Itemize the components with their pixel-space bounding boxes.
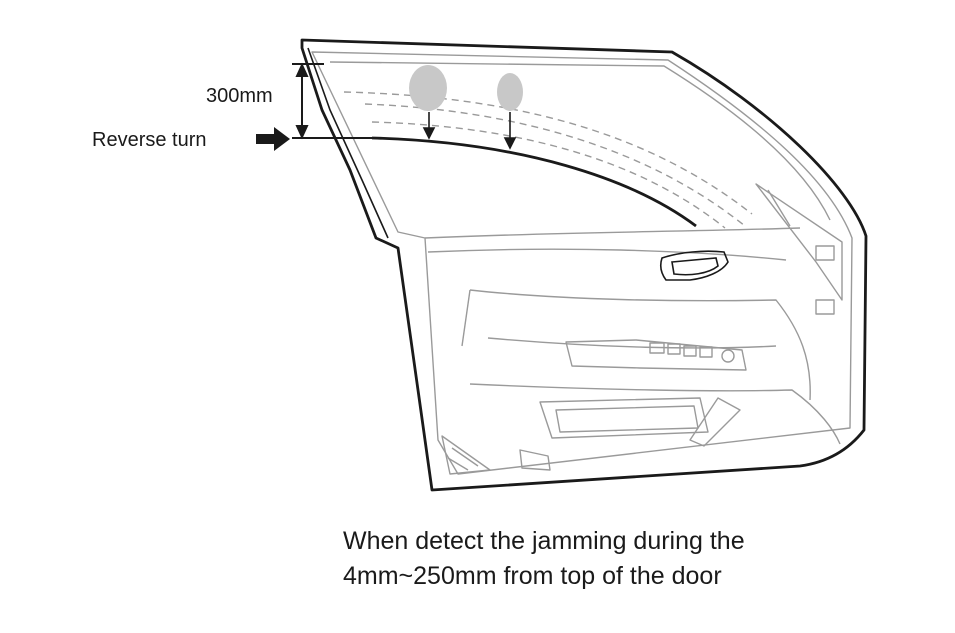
door-inner-frame [311, 51, 853, 475]
lower-trim [469, 383, 841, 445]
caption-line-1: When detect the jamming during the [343, 527, 745, 555]
door-pocket [539, 397, 709, 439]
glass-top-edge [371, 136, 697, 228]
door-interior-details [311, 51, 853, 475]
speaker-grille [441, 435, 491, 475]
window-frame-inner [329, 61, 831, 221]
belt-line-lower [427, 248, 787, 261]
a-pillar-edge [307, 47, 389, 239]
right-arrow-icon [256, 127, 290, 151]
mirror-sail [755, 183, 843, 301]
reverse-turn-label: Reverse turn [92, 129, 207, 151]
door-handle [660, 250, 729, 281]
belt-line [424, 227, 801, 239]
jam-object-small [497, 73, 523, 111]
jam-object-large [409, 65, 447, 111]
dimension-marker [292, 62, 372, 140]
door-outline [300, 38, 868, 492]
caption-line-2: 4mm~250mm from top of the door [343, 562, 722, 590]
dimension-label: 300mm [206, 85, 273, 107]
caption: When detect the jamming during the 4mm~2… [343, 524, 745, 594]
armrest [469, 289, 811, 401]
switch-panel [565, 339, 747, 371]
jam-objects [409, 65, 523, 150]
